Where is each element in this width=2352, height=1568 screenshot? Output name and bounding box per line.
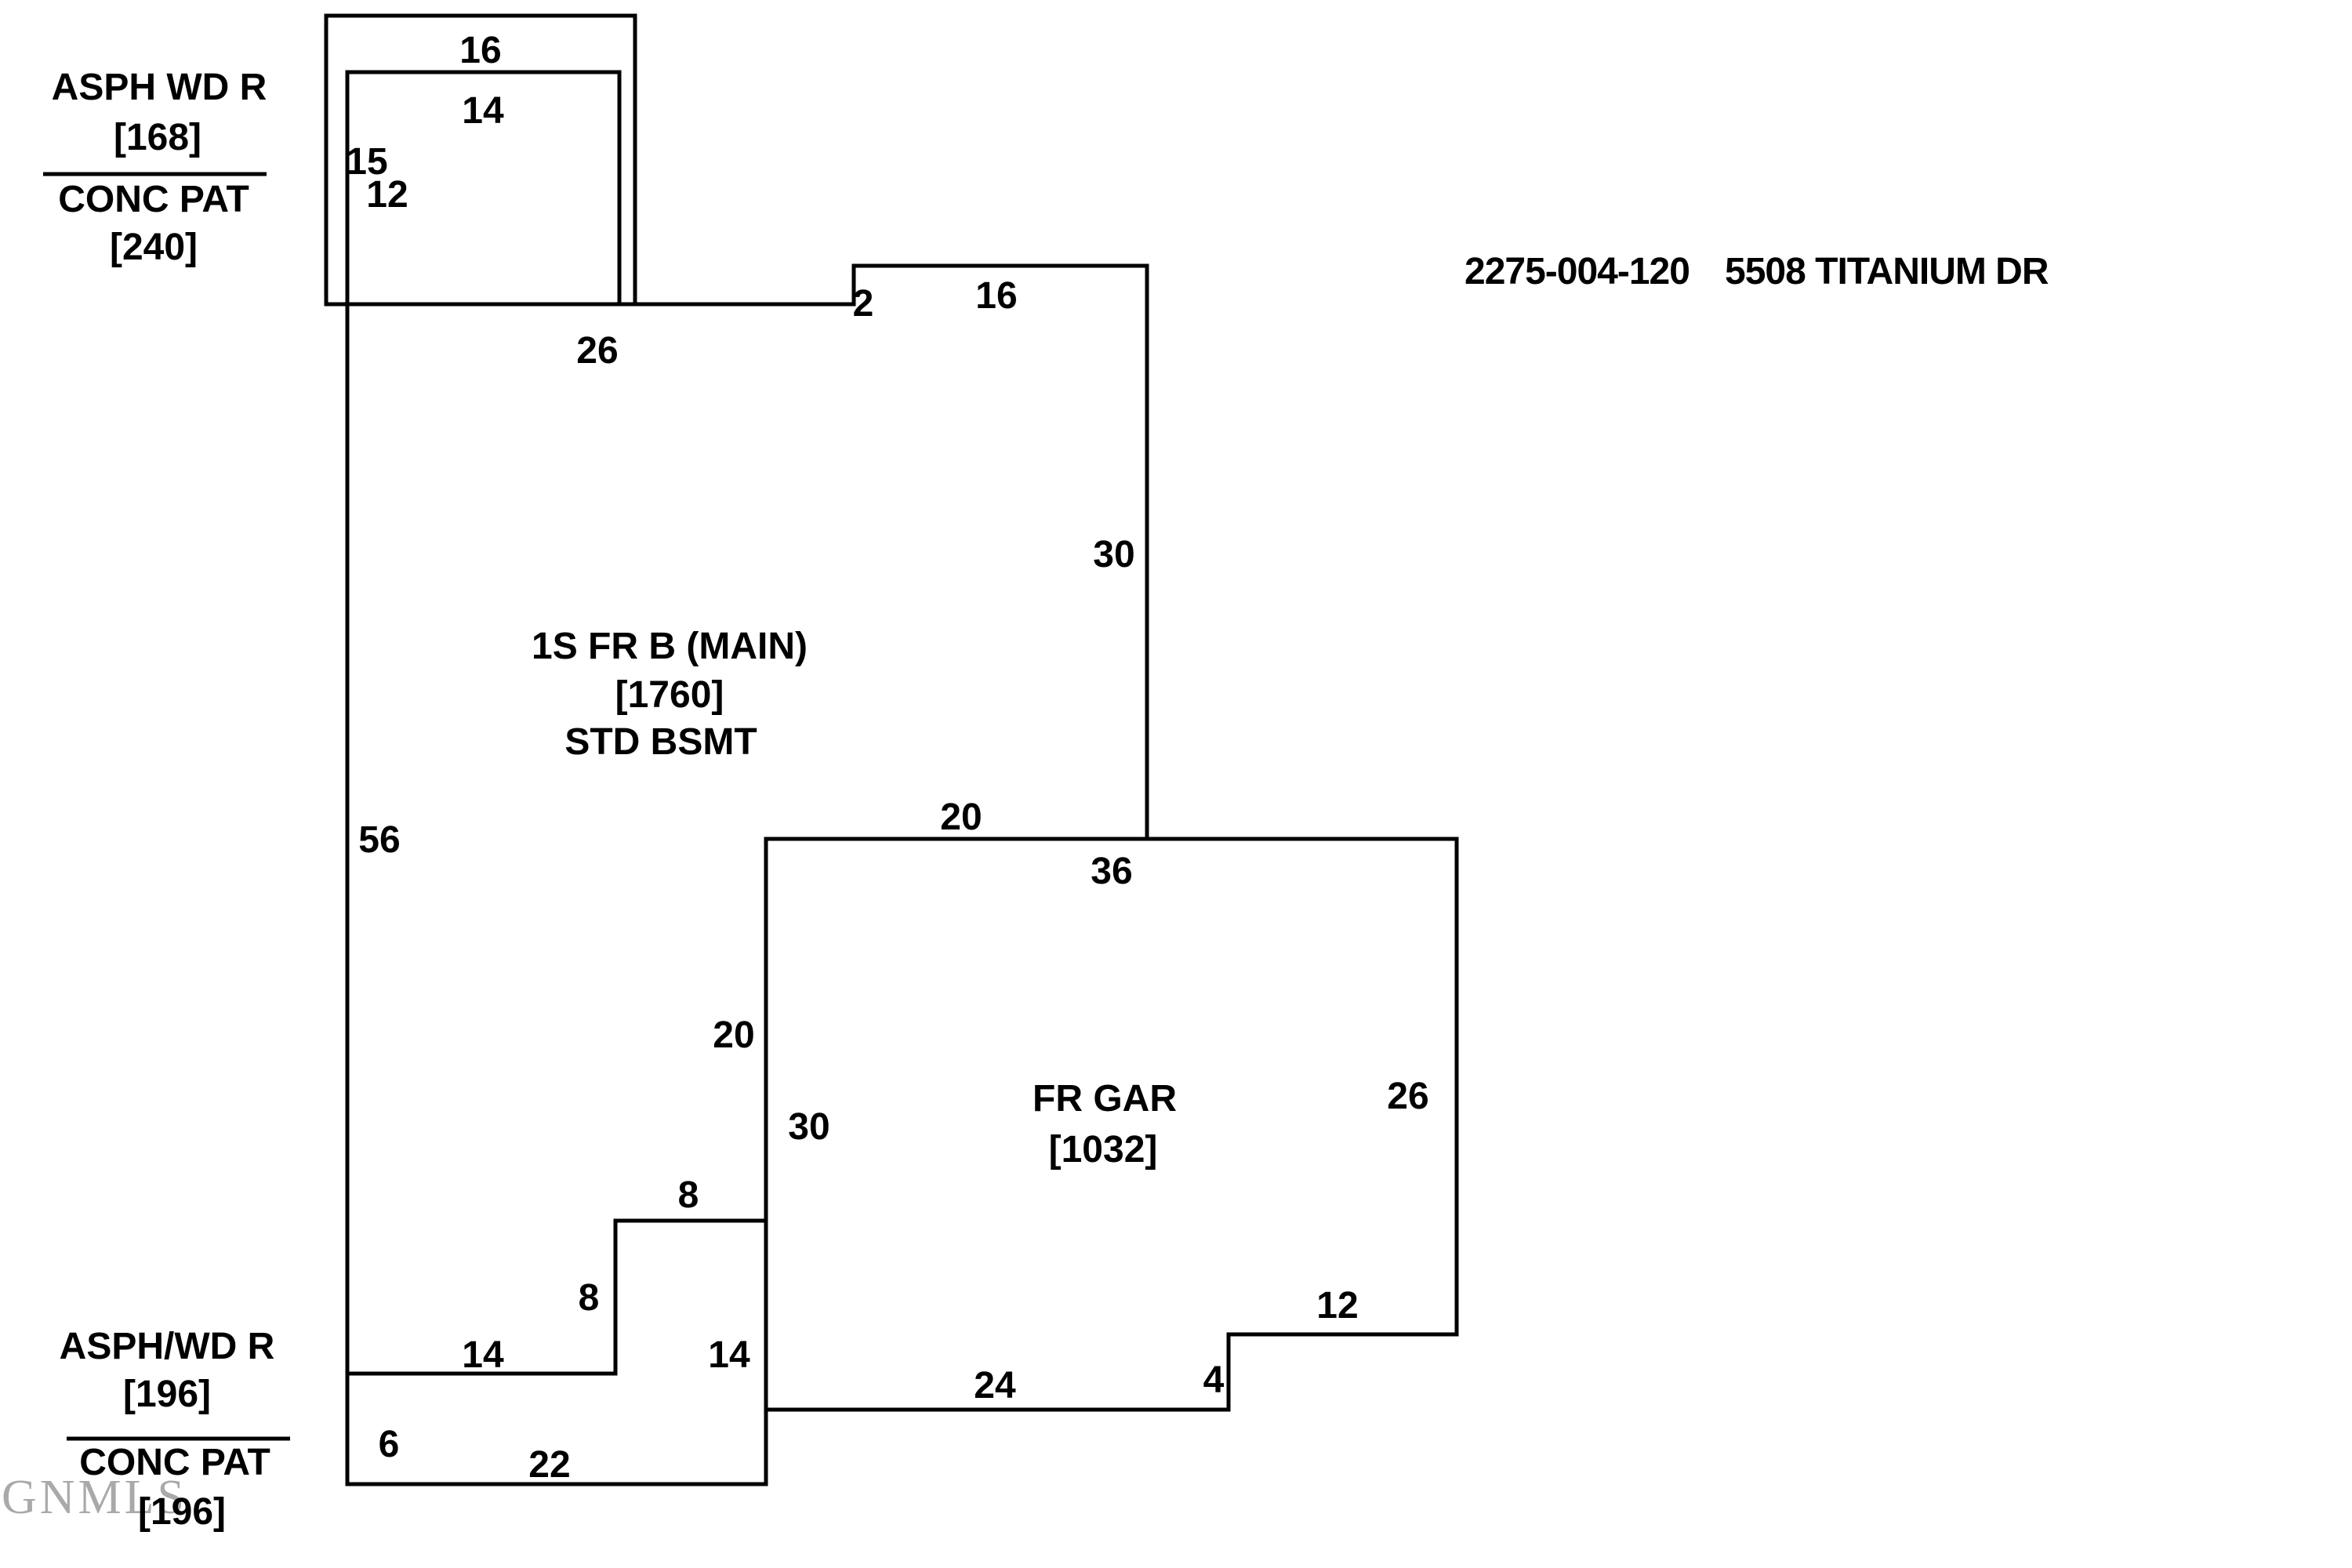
dim-lower-patio-right-height: 14 — [708, 1334, 750, 1376]
dim-main-step-height: 8 — [579, 1277, 600, 1319]
upper-patio-label: CONC PAT — [58, 179, 249, 220]
upper-deck-label: ASPH WD R — [52, 67, 267, 108]
garage-label: FR GAR — [1033, 1078, 1177, 1120]
dim-main-bottom-width: 20 — [940, 797, 982, 838]
dim-main-bottom-left-width: 14 — [462, 1334, 504, 1376]
main-house-left-wall — [345, 302, 768, 1486]
upper-patio-outline — [324, 13, 637, 307]
dim-main-left-height: 56 — [358, 819, 400, 861]
dim-main-top-jog: 2 — [853, 283, 874, 325]
garage-outline — [764, 837, 1459, 1412]
header-address: 5508 TITANIUM DR — [1725, 251, 2049, 292]
lower-patio-area: [196] — [138, 1491, 226, 1533]
dim-lower-patio-bottom-width: 22 — [528, 1444, 570, 1486]
dim-main-top-left-width: 26 — [576, 330, 618, 372]
main-house-label: 1S FR B (MAIN) — [532, 626, 808, 667]
dim-main-top-right-width: 16 — [975, 275, 1017, 317]
garage-area: [1032] — [1049, 1129, 1158, 1171]
dim-lower-patio-left-height: 6 — [379, 1424, 400, 1465]
main-house-basement-label: STD BSMT — [564, 721, 757, 763]
dim-upper-patio-outer-width: 16 — [459, 30, 501, 71]
dim-garage-left-upper-height: 20 — [713, 1014, 754, 1056]
upper-patio-area: [240] — [110, 227, 198, 268]
dim-garage-bottom-width: 24 — [974, 1365, 1016, 1406]
dim-garage-top-width: 36 — [1091, 851, 1132, 892]
dim-garage-step-height: 4 — [1203, 1359, 1225, 1401]
main-house-bottom-step-outline — [345, 1218, 768, 1376]
upper-deck-outline — [345, 70, 622, 307]
dim-main-right-height: 30 — [1093, 534, 1134, 575]
dim-garage-right-height: 26 — [1387, 1076, 1428, 1117]
dim-upper-patio-inner-depth: 12 — [366, 174, 408, 216]
gnmls-watermark: GNMLS — [2, 1471, 187, 1524]
lower-deck-area: [196] — [123, 1374, 211, 1415]
dim-garage-step-width: 12 — [1316, 1285, 1358, 1327]
main-house-top-outline — [324, 263, 1149, 841]
dim-main-step-width: 8 — [678, 1174, 699, 1216]
lower-deck-label: ASPH/WD R — [60, 1326, 275, 1367]
dim-upper-patio-inner-width: 14 — [462, 90, 504, 132]
header-parcel-id: 2275-004-120 — [1465, 251, 1690, 292]
dim-garage-left-height: 30 — [788, 1106, 829, 1148]
dim-upper-patio-outer-depth: 15 — [346, 141, 387, 183]
main-house-area: [1760] — [615, 674, 724, 716]
lower-patio-label: CONC PAT — [79, 1442, 270, 1483]
upper-deck-area: [168] — [114, 117, 201, 158]
